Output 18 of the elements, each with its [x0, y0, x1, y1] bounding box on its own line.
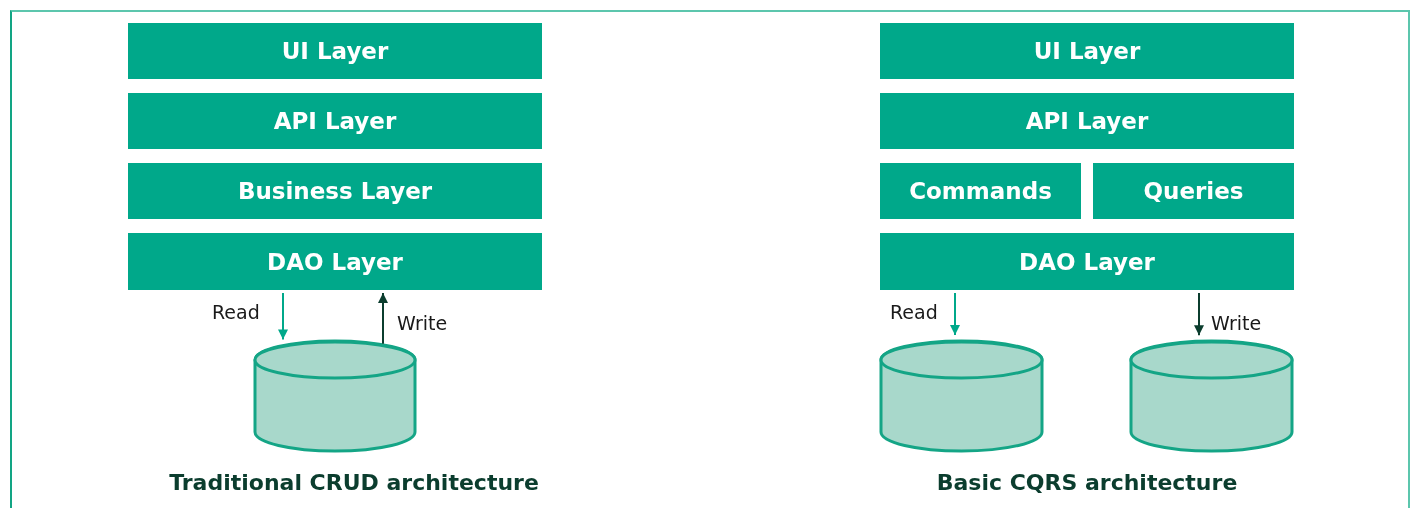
database-cylinder: [880, 341, 1043, 451]
layer-box: UI Layer: [880, 23, 1294, 79]
layer-box: API Layer: [880, 93, 1294, 149]
layer-box: DAO Layer: [880, 233, 1294, 290]
layer-box: UI Layer: [128, 23, 542, 79]
arrow: [950, 292, 960, 337]
diagram-caption: Basic CQRS architecture: [936, 470, 1238, 495]
diagram-caption: Traditional CRUD architecture: [169, 470, 539, 495]
layer-box: API Layer: [128, 93, 542, 149]
layer-box: Queries: [1093, 163, 1294, 219]
layer-box: DAO Layer: [128, 233, 542, 290]
layer-box: Commands: [880, 163, 1081, 219]
arrow: [278, 292, 288, 341]
database-cylinder: [1130, 341, 1293, 451]
database-cylinder: [254, 341, 416, 451]
arrow: [378, 292, 388, 345]
arrow: [1194, 292, 1204, 337]
layer-box: Business Layer: [128, 163, 542, 219]
